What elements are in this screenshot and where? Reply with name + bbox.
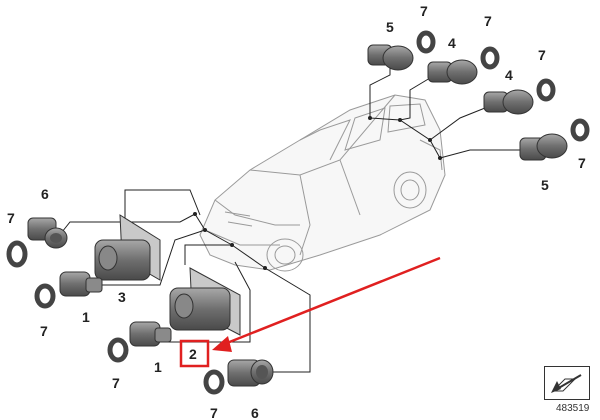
front-sensor-b	[129, 321, 172, 347]
front-ring-a	[34, 283, 56, 309]
front-sensor-a	[59, 271, 103, 297]
callout-rear-sensor-low: 5	[541, 177, 549, 193]
front-bracket	[94, 214, 161, 281]
callout-rear-sensor-top: 5	[386, 19, 394, 35]
callout-rear-ring-top: 7	[420, 3, 428, 19]
callout-front-sensor-a: 1	[82, 309, 90, 325]
rear-ring-low	[570, 118, 590, 142]
reference-number: 483519	[556, 403, 590, 414]
callout-highlight-part: 2	[189, 346, 197, 362]
front-right-sensor	[227, 359, 274, 387]
front-left-sensor	[27, 217, 68, 249]
callout-front-sensor-b: 1	[154, 359, 162, 375]
highlight-arrow	[212, 256, 441, 352]
arrow-pointing-down-left-icon	[544, 366, 590, 400]
callout-front-ring-a: 7	[40, 323, 48, 339]
callout-rear-sensor-mid-b: 4	[505, 67, 513, 83]
front-left-ring	[6, 240, 28, 268]
leader-lines	[61, 60, 520, 373]
callout-front-right-ring: 7	[210, 405, 218, 420]
rear-ring-mid-b	[536, 78, 556, 102]
rear-sensor-low	[519, 133, 568, 161]
callout-front-bracket: 3	[118, 289, 126, 305]
callout-rear-ring-low: 7	[578, 155, 586, 171]
rear-sensor-mid-b	[483, 89, 534, 115]
rear-ring-top	[416, 30, 436, 54]
front-bracket-highlighted	[169, 267, 241, 336]
rear-sensor-top	[367, 44, 414, 71]
callout-rear-ring-mid-b: 7	[538, 47, 546, 63]
highlight-box	[179, 339, 210, 368]
front-right-ring	[203, 369, 225, 395]
car-outline	[199, 94, 446, 272]
callout-front-right-sensor: 6	[251, 405, 259, 420]
callout-front-left-sensor: 6	[41, 186, 49, 202]
front-ring-b	[107, 337, 129, 363]
rear-sensor-mid-a	[427, 59, 478, 85]
callout-front-left-ring: 7	[7, 210, 15, 226]
rear-ring-mid-a	[480, 46, 500, 70]
callout-front-ring-b: 7	[112, 375, 120, 391]
callout-rear-ring-mid-a: 7	[484, 13, 492, 29]
callout-rear-sensor-mid-a: 4	[448, 35, 456, 51]
